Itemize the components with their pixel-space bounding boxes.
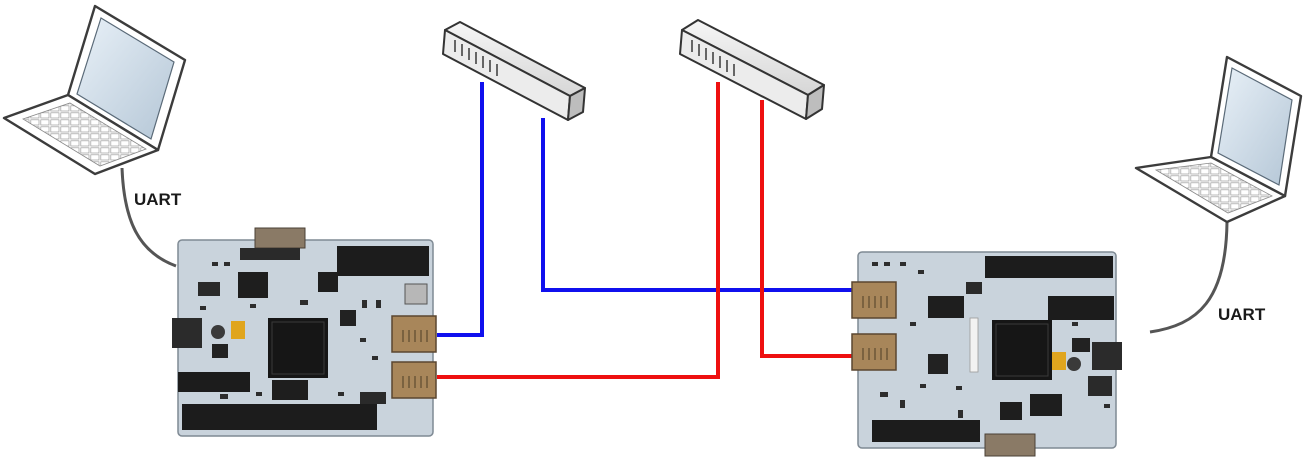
uart-label-right: UART — [1218, 305, 1266, 324]
blue-ethernet-cable-left — [437, 82, 484, 337]
laptop-icon — [2, 4, 187, 176]
blue-ethernet-cable-right — [541, 118, 852, 292]
ethernet-port — [391, 361, 437, 399]
cables — [120, 82, 1229, 379]
uart-cable-right — [1149, 221, 1229, 334]
network-switch-icon — [442, 21, 586, 121]
dev-board — [172, 227, 437, 437]
ethernet-port — [851, 333, 897, 371]
dev-board — [851, 251, 1122, 457]
ethernet-port — [391, 315, 437, 353]
uart-label-left: UART — [134, 190, 182, 209]
uart-cable-left — [120, 167, 177, 268]
red-ethernet-cable-right — [760, 100, 852, 358]
ethernet-port — [851, 281, 897, 319]
red-ethernet-cable-left — [437, 82, 720, 379]
laptop-icon — [1134, 55, 1303, 224]
network-switch-icon — [679, 19, 825, 120]
